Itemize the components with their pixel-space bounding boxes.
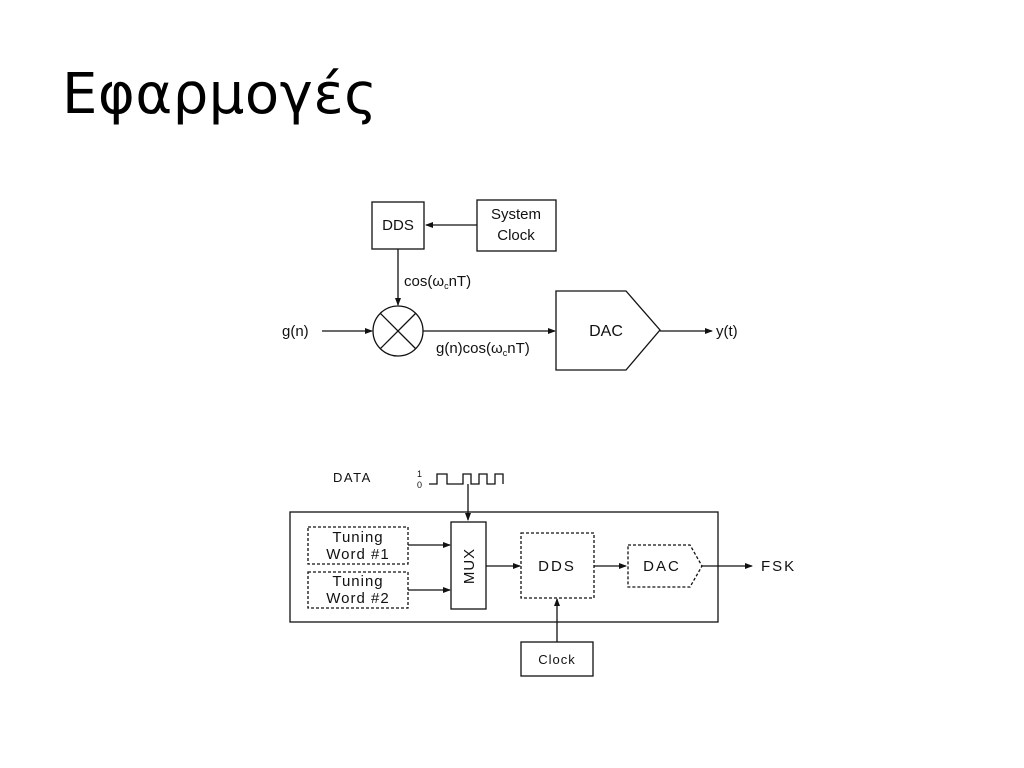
tuning-word-1-block <box>307 526 409 565</box>
clock-block <box>520 641 594 677</box>
level-zero-label: 0 <box>417 480 422 490</box>
data-label: DATA <box>333 470 372 485</box>
cos-label: cos(ωcnT) <box>404 273 471 291</box>
system-clock-label-line2: Clock <box>497 227 535 244</box>
tuning-word-1-line2: Word #1 <box>326 546 389 563</box>
tuning-word-1-line1: Tuning <box>332 529 383 546</box>
fsk-enclosure <box>289 511 719 623</box>
fsk-dac-block <box>627 544 703 588</box>
dds-modulator-diagram <box>322 199 713 371</box>
clock-label: Clock <box>538 652 576 667</box>
slide-title: Εφαρμογές <box>62 62 378 127</box>
system-clock-block <box>476 199 557 252</box>
dac-label: DAC <box>589 323 623 340</box>
product-label: g(n)cos(ωcnT) <box>436 340 530 358</box>
mux-block <box>450 521 487 610</box>
fsk-dac-label: DAC <box>643 558 681 575</box>
tuning-word-2-line2: Word #2 <box>326 590 389 607</box>
system-clock-label-line1: System <box>491 206 541 223</box>
fsk-dds-label: DDS <box>538 558 576 575</box>
fsk-diagram <box>289 473 753 677</box>
fsk-dds-block <box>520 532 595 599</box>
data-waveform <box>429 473 504 485</box>
mux-label: MUX <box>461 548 478 584</box>
input-label: g(n) <box>282 323 309 340</box>
level-one-label: 1 <box>417 469 422 479</box>
fsk-output-label: FSK <box>761 558 796 575</box>
dds-block <box>371 201 425 250</box>
tuning-word-2-line1: Tuning <box>332 573 383 590</box>
dac-block <box>555 290 661 371</box>
mixer-cross-b <box>379 312 417 350</box>
dds-label: DDS <box>382 217 414 234</box>
output-label: y(t) <box>716 323 738 340</box>
